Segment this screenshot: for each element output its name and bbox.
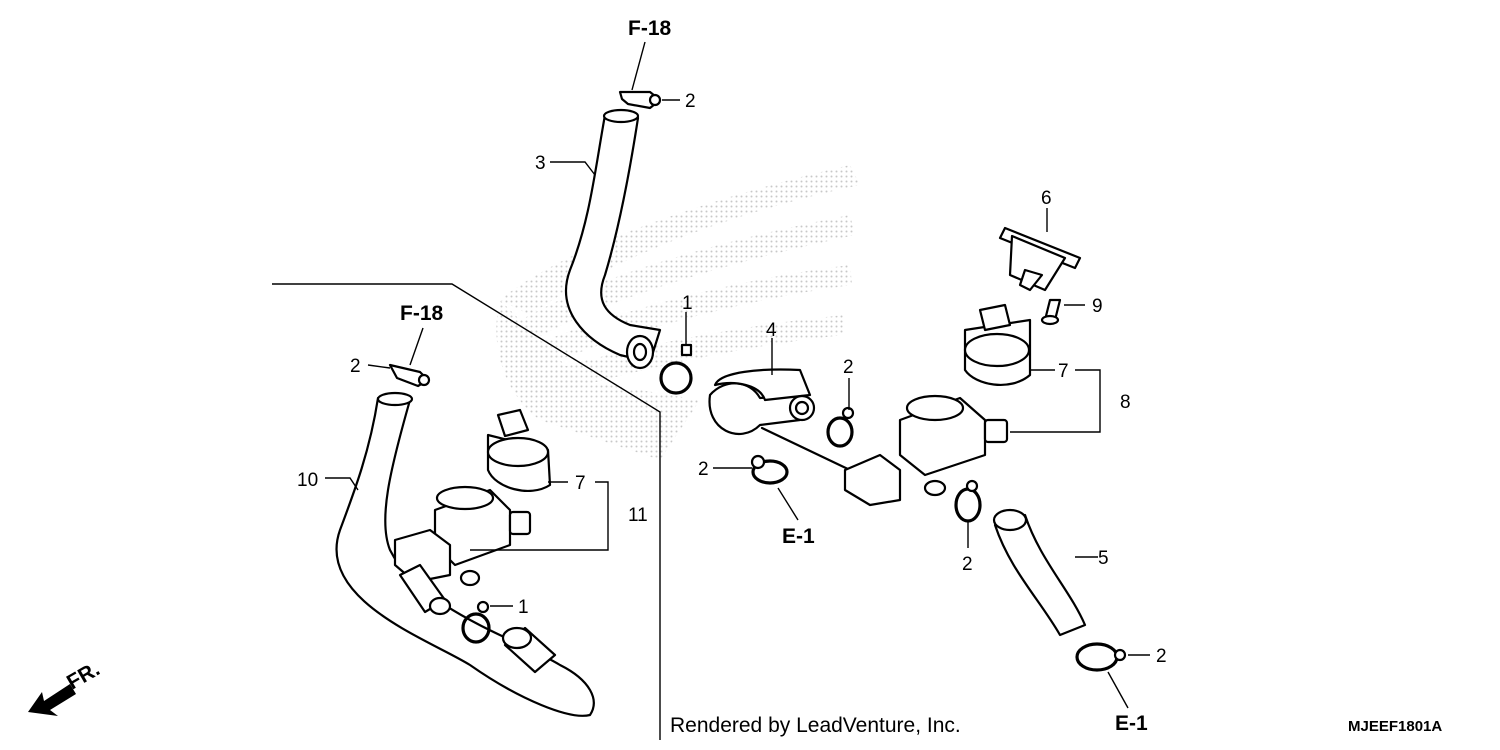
part-label-1-upper: 1	[682, 293, 693, 314]
part-label-2-top: 2	[685, 91, 696, 112]
air-valve-assembly-11	[393, 485, 532, 616]
elbow-hose-4	[708, 368, 816, 435]
part-label-1-lower: 1	[518, 597, 529, 618]
part-label-6: 6	[1041, 188, 1052, 209]
part-label-2-center: 2	[843, 357, 854, 378]
hose-clamp-2-left	[388, 363, 431, 388]
arrow-down-left-icon	[28, 684, 76, 716]
valve-bracket-7-left	[486, 408, 552, 492]
valve-bracket-7-right	[963, 303, 1032, 386]
part-label-11: 11	[628, 505, 648, 526]
lower-hose-5	[992, 508, 1087, 637]
part-label-9: 9	[1092, 296, 1103, 317]
connector-line	[760, 426, 852, 472]
left-hose-10	[335, 391, 595, 717]
ref-f18-left: F-18	[400, 302, 444, 325]
lower-tube-joint	[501, 626, 557, 674]
part-label-2-bottom: 2	[1156, 646, 1167, 667]
reed-cover-6	[998, 226, 1082, 292]
bolt-9	[1040, 298, 1062, 326]
part-label-3: 3	[535, 153, 546, 174]
ref-e1-bottom: E-1	[1115, 712, 1148, 735]
hose-clamp-2-center	[826, 406, 855, 448]
part-label-2-right: 2	[962, 554, 973, 575]
hose-clamp-2-right	[954, 479, 982, 523]
hose-clamp-2-mid	[750, 454, 789, 485]
part-label-7-right: 7	[1058, 361, 1069, 382]
upper-hose-3	[564, 108, 662, 370]
hose-clamp-2-bottom	[1075, 642, 1127, 672]
ref-e1-center: E-1	[782, 525, 815, 548]
part-label-5: 5	[1098, 548, 1109, 569]
footer-credit: Rendered by LeadVenture, Inc.	[670, 714, 961, 737]
hose-clamp-2-top	[618, 90, 662, 110]
part-label-2-left: 2	[350, 356, 361, 377]
diagram-code: MJEEF1801A	[1348, 718, 1442, 735]
air-valve-assembly-8	[843, 394, 1009, 507]
part-label-2-mid: 2	[698, 459, 709, 480]
part-label-7-left: 7	[575, 473, 586, 494]
hose-clamp-1-lower	[461, 600, 491, 644]
ref-f18-top: F-18	[628, 17, 672, 40]
part-label-8: 8	[1120, 392, 1131, 413]
part-label-10: 10	[297, 470, 318, 491]
leader-lines	[325, 41, 1150, 709]
part-label-4: 4	[766, 320, 777, 341]
section-divider	[272, 283, 661, 740]
